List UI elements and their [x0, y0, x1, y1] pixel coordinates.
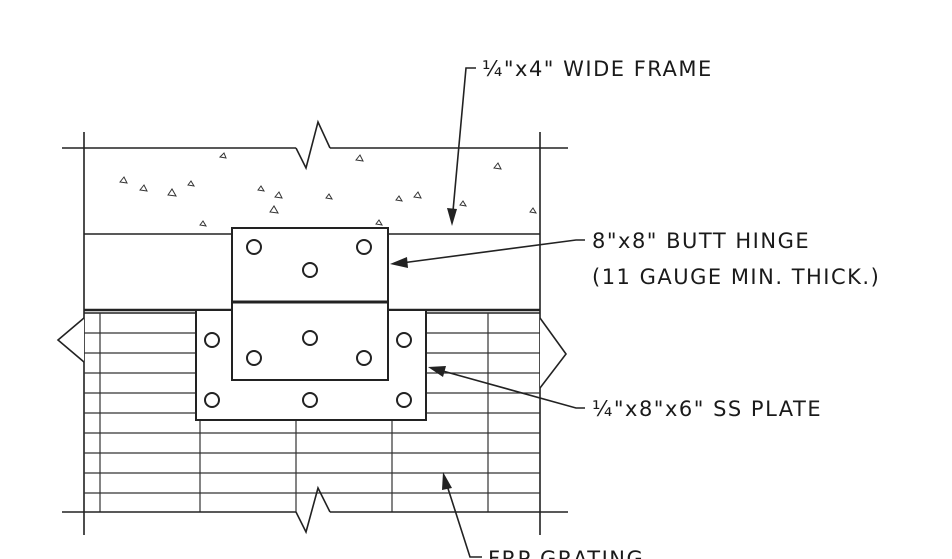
concrete-aggregate — [119, 152, 537, 227]
label-hinge-gauge: (11 GAUGE MIN. THICK.) — [592, 265, 880, 289]
label-butt-hinge: 8"x8" BUTT HINGE — [592, 229, 810, 253]
label-frp-grating: FRP GRATING — [488, 547, 644, 559]
label-ss-plate: ¼"x8"x6" SS PLATE — [592, 397, 822, 421]
leader-hinge — [390, 239, 585, 268]
leader-plate — [428, 366, 585, 409]
leader-frame — [447, 67, 476, 226]
label-wide-frame: ¼"x4" WIDE FRAME — [482, 57, 713, 81]
leader-grating — [442, 472, 482, 558]
butt-hinge — [231, 227, 389, 381]
